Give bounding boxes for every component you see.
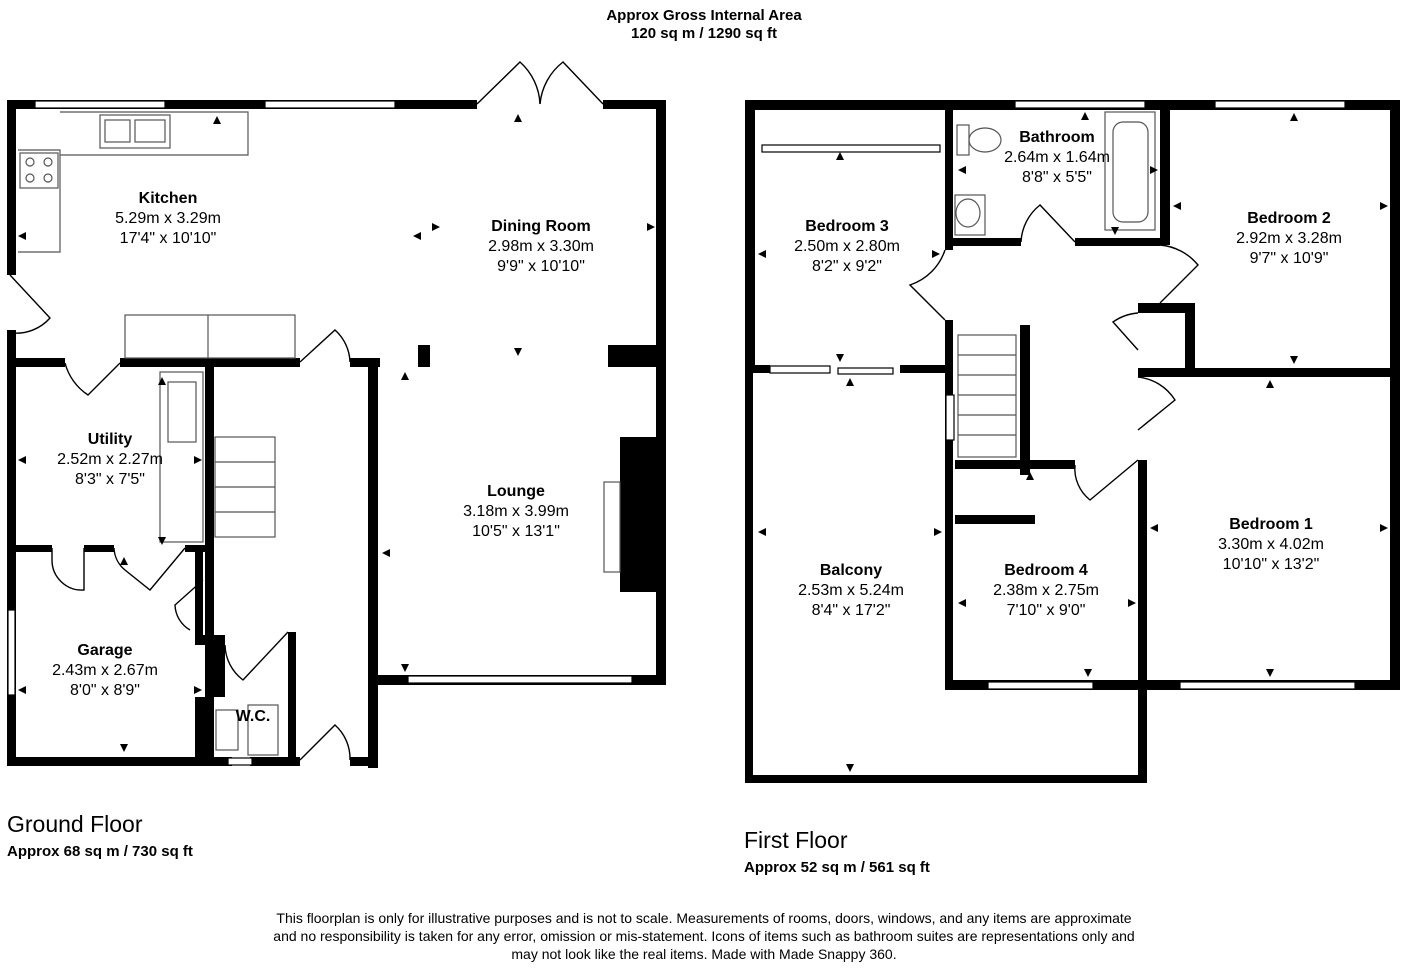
room-direction-arrows (18, 112, 1388, 772)
room-label-bedroom-2: Bedroom 2 2.92m x 3.28m 9'7" x 10'9" (1236, 210, 1342, 267)
room-label-lounge: Lounge 3.18m x 3.99m 10'5" x 13'1" (463, 483, 569, 540)
gross-area-title: Approx Gross Internal Area (606, 7, 802, 24)
ground-floor-fixtures (18, 111, 621, 756)
ground-floor-caption: Ground Floor Approx 68 sq m / 730 sq ft (7, 810, 193, 862)
disclaimer-line-3: may not look like the real items. Made w… (511, 946, 897, 962)
room-label-utility: Utility 2.52m x 2.27m 8'3" x 7'5" (57, 431, 163, 488)
room-label-dining-room: Dining Room 2.98m x 3.30m 9'9" x 10'10" (488, 218, 594, 275)
room-label-kitchen: Kitchen 5.29m x 3.29m 17'4" x 10'10" (115, 190, 221, 247)
gross-area-header: Approx Gross Internal Area 120 sq m / 12… (606, 7, 801, 43)
room-label-wc: W.C. (235, 708, 271, 725)
room-label-bedroom-3: Bedroom 3 2.50m x 2.80m 8'2" x 9'2" (794, 218, 900, 275)
disclaimer-line-1: This floorplan is only for illustrative … (276, 910, 1132, 926)
first-floor-name: First Floor (744, 827, 848, 853)
room-label-bathroom: Bathroom 2.64m x 1.64m 8'8" x 5'5" (1004, 129, 1110, 186)
first-floor-area: Approx 52 sq m / 561 sq ft (744, 859, 930, 876)
room-label-garage: Garage 2.43m x 2.67m 8'0" x 8'9" (52, 642, 158, 699)
first-floor-doors (908, 204, 1199, 501)
first-floor-windows (761, 100, 1356, 690)
disclaimer-line-2: and no responsibility is taken for any e… (273, 928, 1135, 944)
gross-area-value: 120 sq m / 1290 sq ft (631, 25, 777, 42)
ground-floor-windows (7, 100, 633, 766)
disclaimer: This floorplan is only for illustrative … (234, 909, 1174, 963)
first-floor-fixtures (954, 111, 1156, 458)
first-floor-walls (745, 100, 1400, 783)
room-label-balcony: Balcony 2.53m x 5.24m 8'4" x 17'2" (798, 562, 904, 619)
ground-floor-doors (9, 61, 604, 761)
ground-floor-name: Ground Floor (7, 811, 143, 837)
first-floor-caption: First Floor Approx 52 sq m / 561 sq ft (744, 826, 930, 878)
room-label-bedroom-4: Bedroom 4 2.38m x 2.75m 7'10" x 9'0" (993, 562, 1099, 619)
ground-floor-area: Approx 68 sq m / 730 sq ft (7, 843, 193, 860)
room-label-bedroom-1: Bedroom 1 3.30m x 4.02m 10'10" x 13'2" (1218, 516, 1324, 573)
